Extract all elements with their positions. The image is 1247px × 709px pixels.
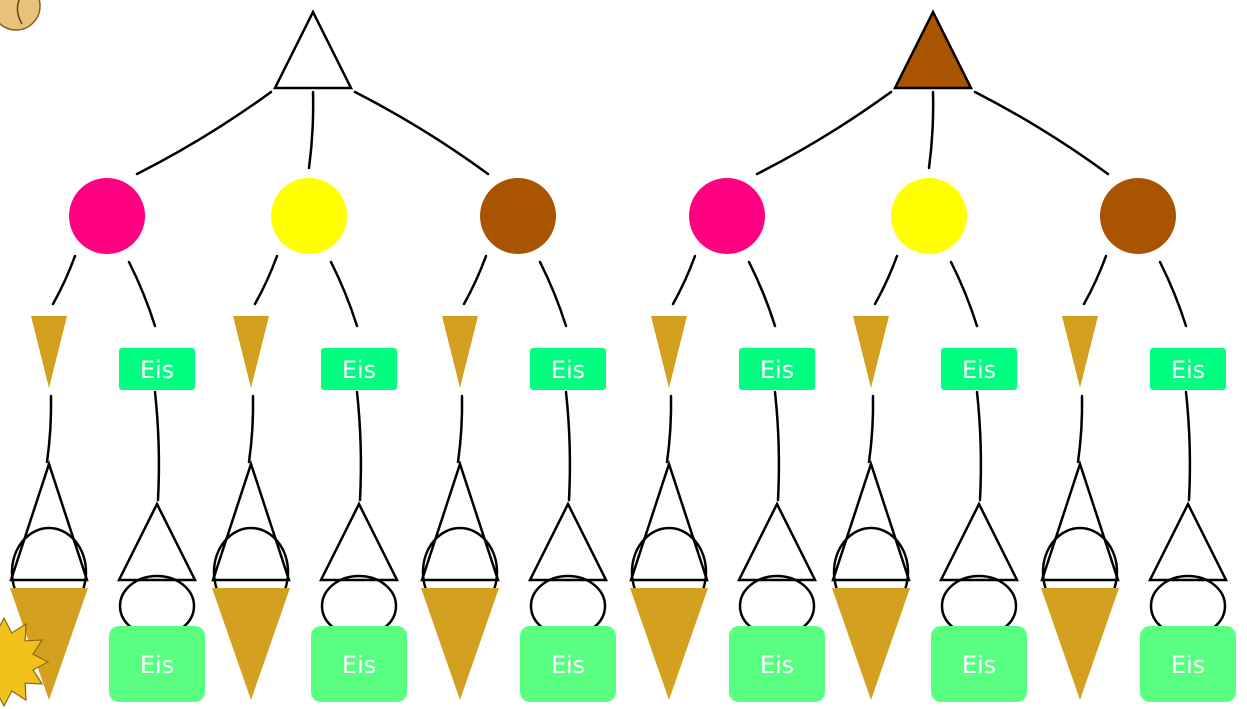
tree-1-brown-circle [480, 178, 556, 254]
tree-2-branch-2-small-ochre-triangle [853, 316, 889, 388]
tree-2-branch-3-link-left [1082, 254, 1108, 306]
tree-2-branch-2-eis-box-label: Eis [962, 651, 996, 679]
tree-2-branch-1-eis-label-label: Eis [760, 356, 794, 384]
tree-1-branch-2-link-right-down [355, 390, 363, 502]
tree-1-link-root-2 [307, 90, 315, 170]
tree-1-branch-2-eis-box-label: Eis [342, 651, 376, 679]
tree-1-branch-2-link-left [253, 254, 279, 306]
tree-2-branch-1-link-right-down [773, 390, 781, 502]
tree-2-branch-3-link-right [1158, 260, 1188, 328]
tree-1-yellow-circle [271, 178, 347, 254]
tree-1-branch-3-small-ochre-triangle [442, 316, 478, 388]
tree-2-branch-3-outline-triangle-left [1040, 459, 1120, 582]
tree-1-branch-3-eis-label-label: Eis [551, 356, 585, 384]
tree-2-branch-2-eis-box [931, 626, 1027, 702]
corner-decorations [0, 0, 50, 708]
tree-1-branch-2-eis-label-label: Eis [342, 356, 376, 384]
tree-2-link-root-1 [755, 90, 893, 176]
tree-1-branch-1-link-right-down [153, 390, 161, 502]
tree-1-branch-2-outline-triangle-right [318, 501, 400, 582]
tree-2-branch-2-link-right [949, 260, 979, 328]
tree-1-branch-3-eis-label [530, 348, 606, 390]
tree-2-branch-2-eis-label-label: Eis [962, 356, 996, 384]
tree-1-branch-2-large-ochre-triangle [212, 588, 290, 700]
tree-2-branch-3-eis-label [1150, 348, 1226, 390]
tree-2-branch-3-link-left-down [1076, 394, 1084, 464]
tree-2-brown-circle [1100, 178, 1176, 254]
tree-2-branch-1-link-left [671, 254, 697, 306]
tree-2-branch-2-link-right-down [975, 390, 983, 502]
cookie-icon-detail [16, 0, 23, 25]
tree-1-branch-3-large-ochre-triangle [421, 588, 499, 700]
tree-1-branch-2-link-left-down [247, 394, 255, 464]
cookie-icon [0, 0, 41, 31]
tree-2-magenta-circle [689, 178, 765, 254]
tree-1-link-root-1 [135, 90, 273, 176]
connector-lines [45, 90, 1192, 502]
sun-icon [0, 616, 50, 708]
tree-1-branch-1-outline-triangle-right [116, 501, 198, 582]
tree-2-branch-3-small-ochre-triangle [1062, 316, 1098, 388]
tree-2-branch-3-eis-label-label: Eis [1171, 356, 1205, 384]
tree-2-branch-1-outline-triangle-left [629, 459, 709, 582]
tree-2-link-root-3 [973, 90, 1110, 176]
tree-2-root-triangle [892, 9, 974, 90]
tree-2-branch-2-link-left-down [867, 394, 875, 464]
tree-1-branch-2-eis-box [311, 626, 407, 702]
tree-1-branch-1-eis-label [119, 348, 195, 390]
tree-2-yellow-circle [891, 178, 967, 254]
tree-2-branch-2-large-ochre-triangle [832, 588, 910, 700]
tree-2-branch-2-outline-triangle-left [831, 459, 911, 582]
tree-1-magenta-circle [69, 178, 145, 254]
tree-2-branch-1-eis-box [729, 626, 825, 702]
tree-1-branch-1-outline-triangle-left [9, 459, 89, 582]
tree-1-branch-3-outline-triangle-right [527, 501, 609, 582]
tree-2-branch-1-eis-label [739, 348, 815, 390]
tree-2-branch-2-eis-label [941, 348, 1017, 390]
tree-1-branch-3-eis-box [520, 626, 616, 702]
tree-1-branch-1-link-left-down [45, 394, 53, 464]
tree-1-branch-3-link-left-down [456, 394, 464, 464]
tree-2-branch-2-outline-triangle-right [938, 501, 1020, 582]
tree-1-root-triangle [272, 9, 354, 90]
tree-2-branch-1-large-ochre-triangle [630, 588, 708, 700]
tree-2-branch-3-eis-box-label: Eis [1171, 651, 1205, 679]
tree-1-branch-3-link-right [538, 260, 568, 328]
tree-2-branch-3-large-ochre-triangle [1041, 588, 1119, 700]
tree-1-branch-2-eis-label [321, 348, 397, 390]
tree-2-branch-1-link-right [747, 260, 777, 328]
tree-1-branch-1-large-ochre-triangle [10, 588, 88, 700]
tree-2-branch-1-eis-box-label: Eis [760, 651, 794, 679]
tree-1-branch-1-eis-box-label: Eis [140, 651, 174, 679]
tree-2-branch-3-outline-triangle-right [1147, 501, 1229, 582]
tree-1-branch-1-link-left [51, 254, 77, 306]
tree-2-branch-1-link-left-down [665, 394, 673, 464]
tree-2-branch-2-link-left [873, 254, 899, 306]
tree-1-branch-2-link-right [329, 260, 359, 328]
tree-1-branch-2-outline-triangle-left [211, 459, 291, 582]
tree-1-branch-3-link-left [462, 254, 488, 306]
tree-2-branch-1-small-ochre-triangle [651, 316, 687, 388]
tree-1-branch-3-link-right-down [564, 390, 572, 502]
tree-1-branch-1-eis-label-label: Eis [140, 356, 174, 384]
tree-1-branch-1-small-ochre-triangle [31, 316, 67, 388]
tree-2-branch-3-eis-box [1140, 626, 1236, 702]
tree-1-branch-1-link-right [127, 260, 157, 328]
tree-1-link-root-3 [353, 90, 490, 176]
tree-1-branch-3-outline-triangle-left [420, 459, 500, 582]
tree-1-branch-2-small-ochre-triangle [233, 316, 269, 388]
tree-1-branch-3-eis-box-label: Eis [551, 651, 585, 679]
tree-2-link-root-2 [927, 90, 935, 170]
tree-2-branch-3-link-right-down [1184, 390, 1192, 502]
tree-2-branch-1-outline-triangle-right [736, 501, 818, 582]
tree-1-branch-1-eis-box [109, 626, 205, 702]
